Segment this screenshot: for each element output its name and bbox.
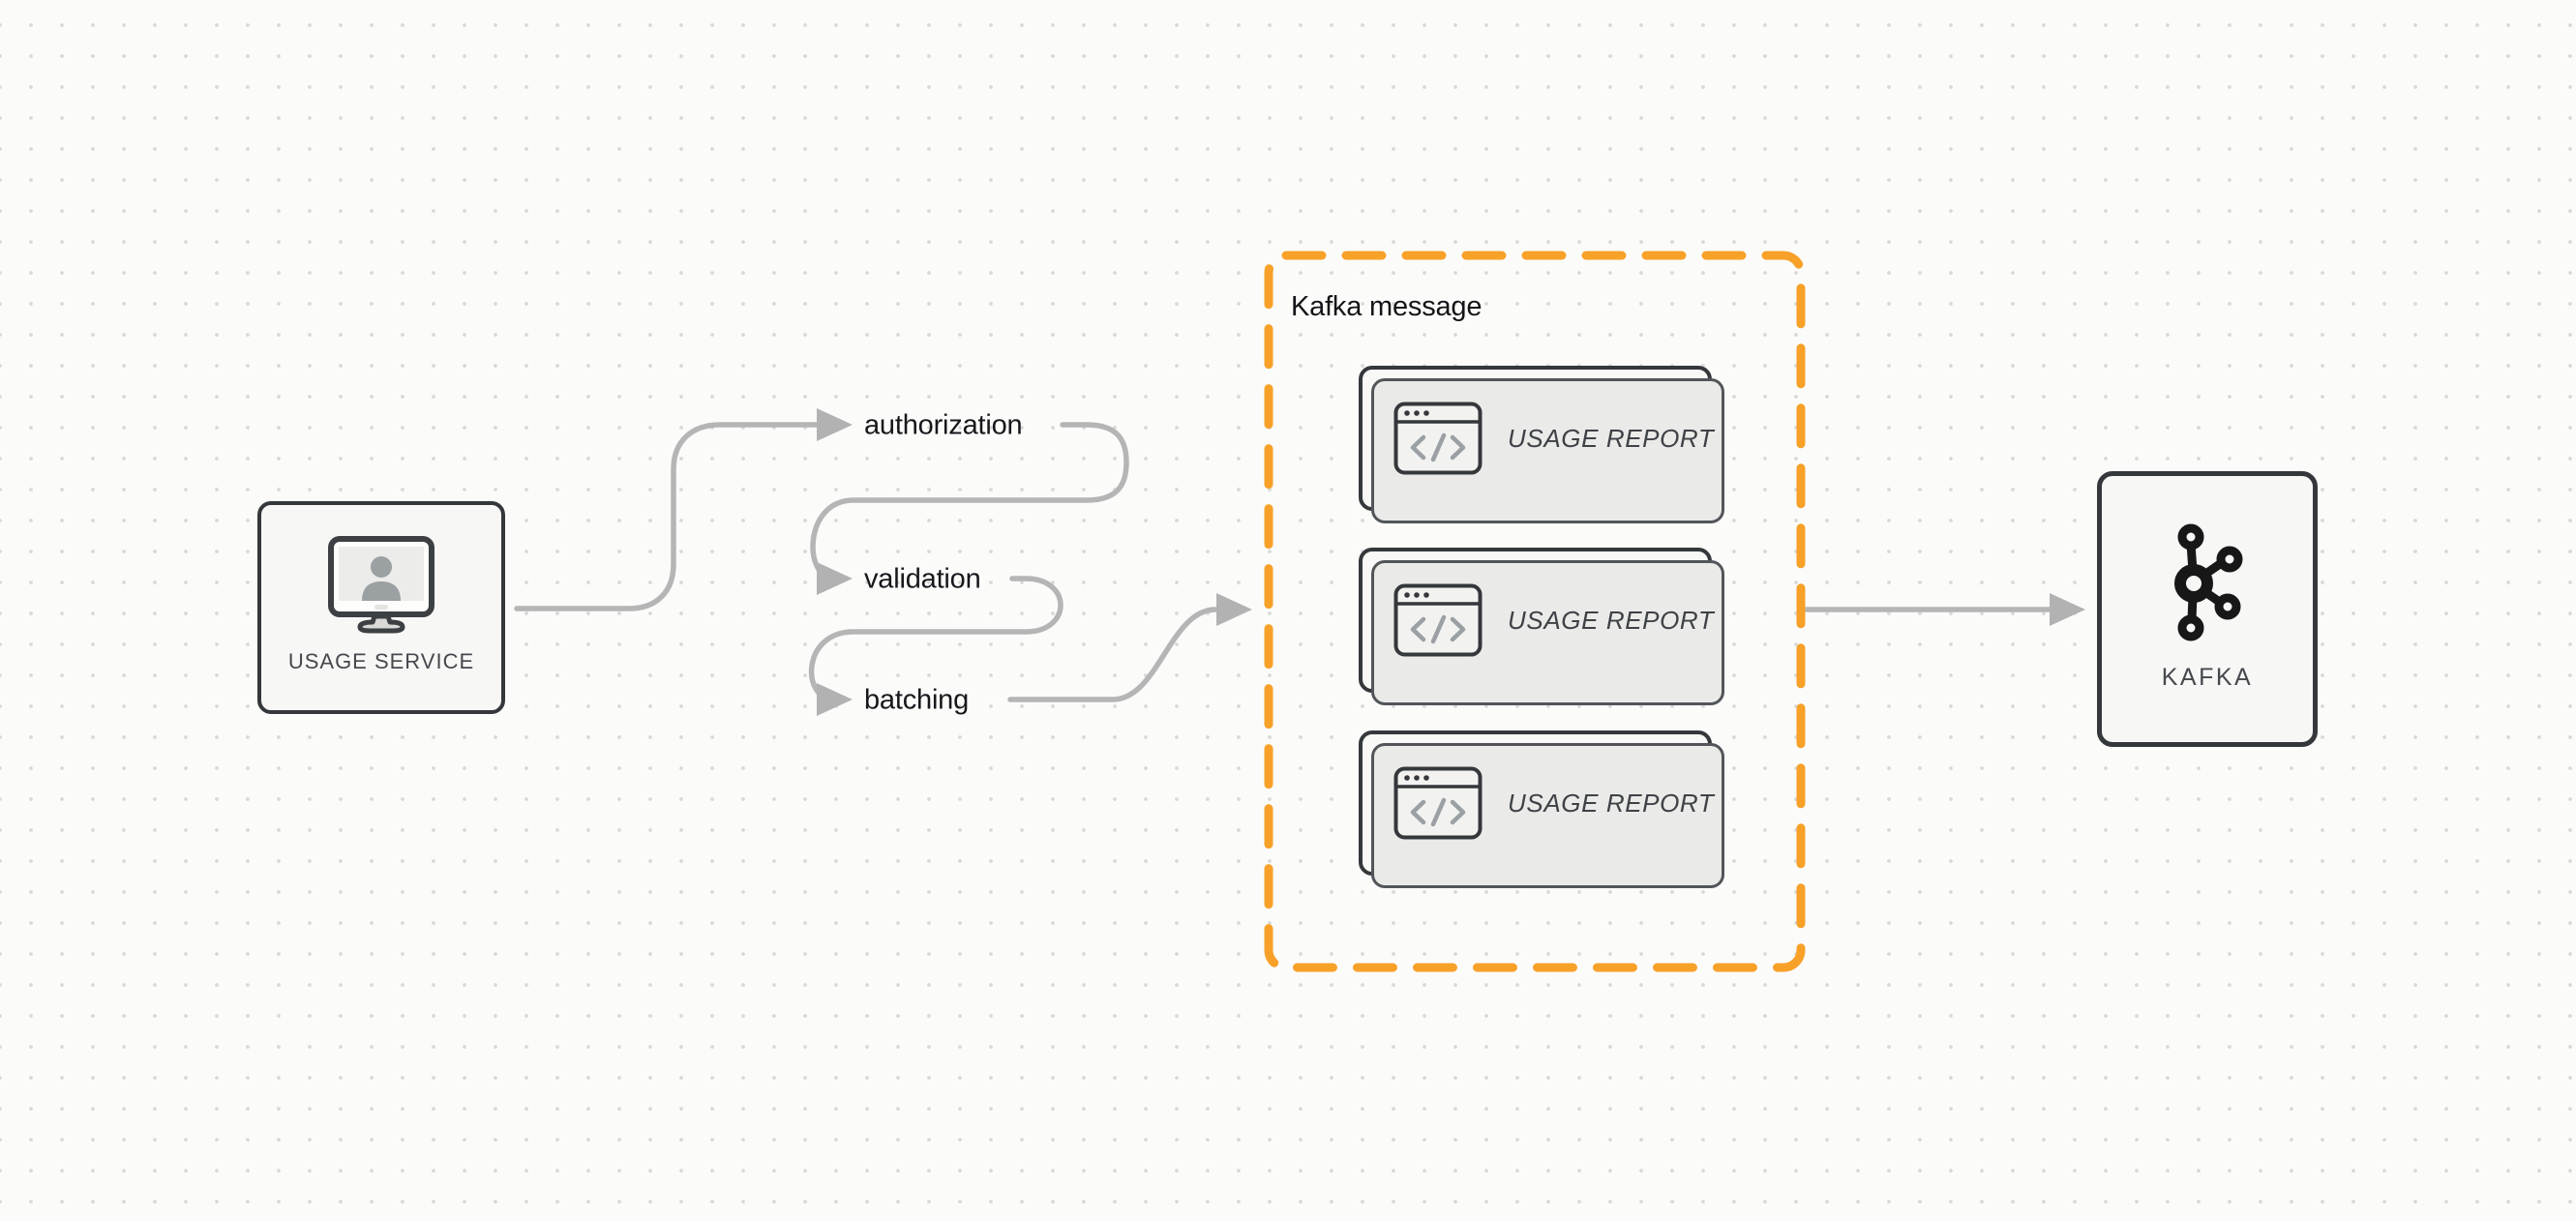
pipeline-step-validation: validation xyxy=(864,563,981,595)
usage-service-node: USAGE SERVICE xyxy=(257,501,505,714)
usage-report-card: USAGE REPORT xyxy=(1359,730,1724,888)
usage-report-label: USAGE REPORT xyxy=(1508,788,1715,818)
kafka-logo-icon xyxy=(2170,522,2245,642)
pipeline-step-batching: batching xyxy=(864,684,970,716)
arrowhead-icon xyxy=(817,683,853,716)
arrowhead-icon xyxy=(2050,593,2085,626)
arrowhead-icon xyxy=(817,562,853,595)
usage-report-card: USAGE REPORT xyxy=(1359,366,1724,523)
code-window-icon xyxy=(1393,583,1483,657)
kafka-message-group: Kafka message USAGE REPORT xyxy=(1264,251,1806,972)
kafka-label: KAFKA xyxy=(2161,664,2254,691)
usage-report-label: USAGE REPORT xyxy=(1508,605,1715,635)
kafka-message-group-title: Kafka message xyxy=(1291,291,1483,322)
arrowhead-icon xyxy=(1216,593,1252,626)
code-window-icon xyxy=(1393,402,1483,475)
connector-batching-to-kafka-message xyxy=(1007,607,1218,702)
connector-usage-service-to-authorization xyxy=(514,422,822,611)
pipeline-step-authorization: authorization xyxy=(864,409,1023,441)
connector-validation-to-batching xyxy=(808,576,1063,702)
kafka-node: KAFKA xyxy=(2097,471,2318,747)
usage-report-card: USAGE REPORT xyxy=(1359,548,1724,705)
kafka-message-group-border xyxy=(1264,251,1806,972)
code-window-icon xyxy=(1393,766,1483,840)
arrowhead-icon xyxy=(817,408,853,441)
usage-service-label: USAGE SERVICE xyxy=(287,649,475,673)
connector-authorization-to-validation xyxy=(810,422,1129,581)
monitor-user-icon xyxy=(327,535,435,634)
usage-report-label: USAGE REPORT xyxy=(1508,423,1715,453)
